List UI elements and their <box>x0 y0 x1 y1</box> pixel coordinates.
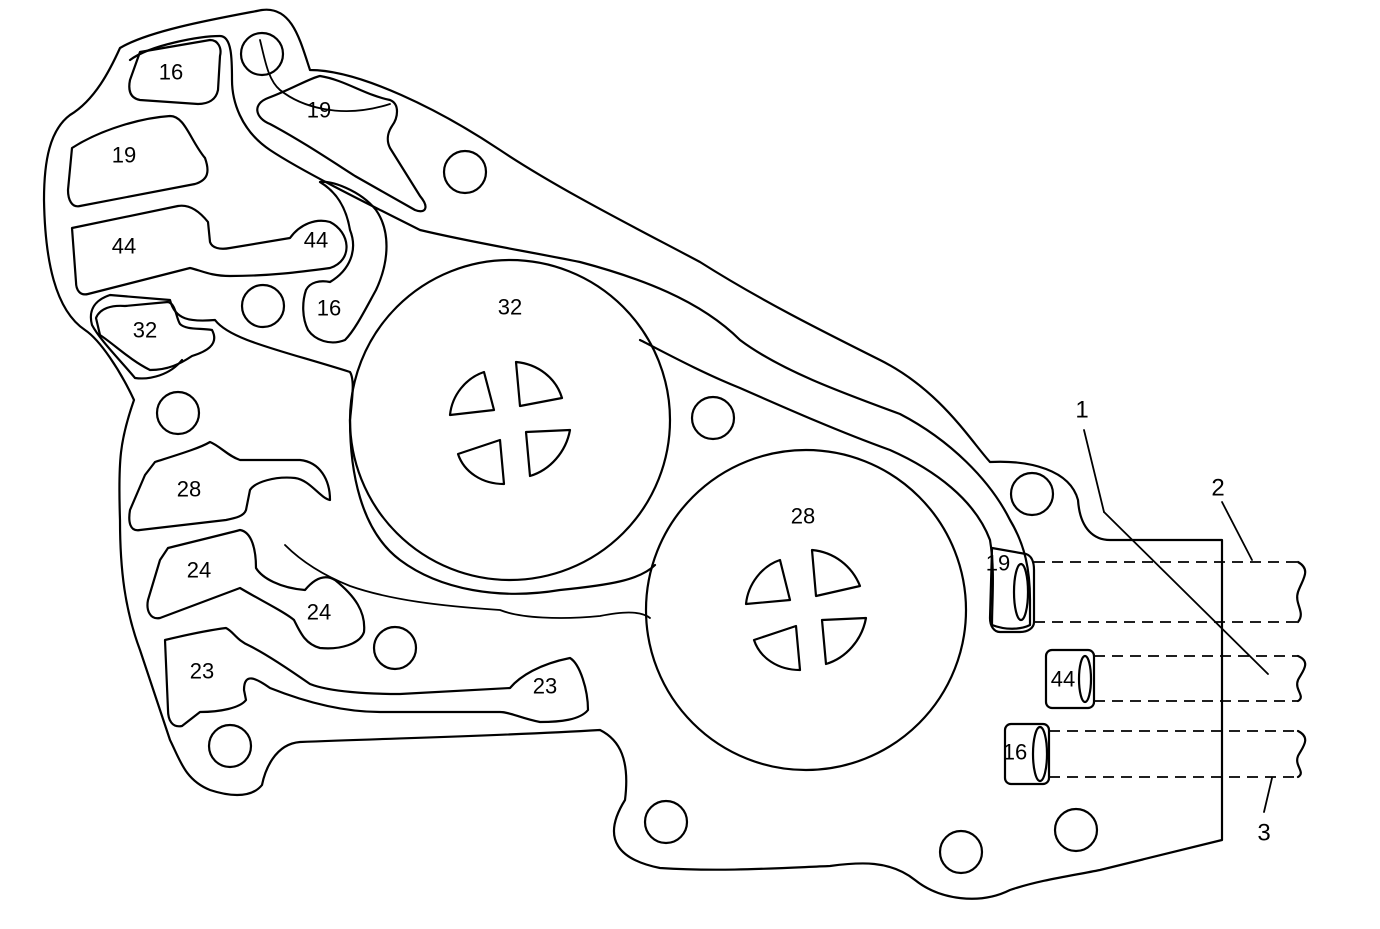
channel-upper <box>259 39 391 112</box>
accumulator-bore-28-label: 28 <box>791 504 815 529</box>
port-19-outline <box>988 546 1036 634</box>
bolt-hole-10 <box>938 829 984 875</box>
passage-44 <box>70 204 348 296</box>
orifice-28-tl <box>744 558 792 606</box>
passage-19-left-label: 19 <box>112 143 136 168</box>
port-16-outline <box>1003 722 1051 786</box>
passage-28-left-label: 28 <box>177 477 201 502</box>
passage-16-mid-label: 16 <box>317 296 341 321</box>
plate-inner-outline-lower <box>89 293 657 595</box>
port-16: 16 <box>1003 722 1051 786</box>
passage-28-left <box>128 440 332 532</box>
orifice-28-br <box>820 616 868 666</box>
port-44-label: 44 <box>1051 667 1075 692</box>
bolt-hole-8 <box>207 723 253 769</box>
accumulator-bore-28 <box>644 448 968 772</box>
accumulator-bore-32 <box>348 258 672 582</box>
passage-23-left-label: 23 <box>190 659 214 684</box>
port-44-bore <box>1077 654 1093 704</box>
port-44: 44 <box>1044 648 1096 710</box>
passage-24-right-label: 24 <box>307 600 331 625</box>
callout-3-leader <box>1263 777 1273 813</box>
bolt-hole-7 <box>372 625 418 671</box>
passage-19-top <box>256 74 427 213</box>
port-16-bore <box>1031 725 1049 783</box>
port-19-label: 19 <box>986 551 1010 576</box>
bolt-hole-11 <box>1053 807 1099 853</box>
passage-44-left-label: 44 <box>112 234 136 259</box>
passage-23 <box>163 626 590 728</box>
passage-16-mid <box>302 180 388 344</box>
bolt-hole-9 <box>643 799 689 845</box>
orifice-cluster-32 <box>448 360 572 486</box>
orifice-32-tr <box>514 360 564 408</box>
port-44-outline <box>1044 648 1096 710</box>
orifice-28-tr <box>810 548 862 598</box>
callout-1-leader-2 <box>1103 511 1269 675</box>
passage-24 <box>146 528 366 650</box>
tube-break-ends <box>1296 560 1307 779</box>
orifice-32-tl <box>448 370 496 417</box>
accumulator-bore-32-label: 32 <box>498 295 522 320</box>
plate-inner-outline <box>128 34 1032 630</box>
bolt-hole-4 <box>155 390 201 436</box>
passage-23-right-label: 23 <box>533 674 557 699</box>
tube-16-break <box>1296 729 1307 779</box>
port-19-bore <box>1012 562 1030 622</box>
bolt-hole-6 <box>1009 471 1055 517</box>
port-16-label: 16 <box>1003 740 1027 765</box>
orifice-28-bl <box>752 624 802 672</box>
channel-lower <box>284 544 651 619</box>
orifice-32-br <box>524 428 572 478</box>
passage-16-top <box>128 38 222 106</box>
tube-44-break <box>1296 654 1307 703</box>
port-19: 19 <box>986 546 1036 634</box>
plate-outer-outline <box>42 8 1224 900</box>
passage-24-left-label: 24 <box>187 558 211 583</box>
callout-1: 1 <box>1075 397 1088 424</box>
passage-32-left <box>94 300 216 372</box>
orifice-32-bl <box>456 438 506 486</box>
bolt-hole-5 <box>690 395 736 441</box>
callout-2-leader <box>1221 501 1253 561</box>
passage-19-left <box>66 114 209 208</box>
passage-32-left-label: 32 <box>133 318 157 343</box>
passage-44-right-label: 44 <box>304 228 328 253</box>
tube-19-break <box>1296 560 1307 624</box>
bolt-hole-3 <box>240 283 286 329</box>
callout-3: 3 <box>1257 820 1270 847</box>
orifice-cluster-28 <box>744 548 868 672</box>
bolt-hole-1 <box>239 31 285 77</box>
hidden-lines <box>1034 561 1298 778</box>
passage-16-top-label: 16 <box>159 60 183 85</box>
bolt-hole-2 <box>442 149 488 195</box>
callout-2: 2 <box>1211 475 1224 502</box>
callout-1-leader <box>1083 429 1105 513</box>
